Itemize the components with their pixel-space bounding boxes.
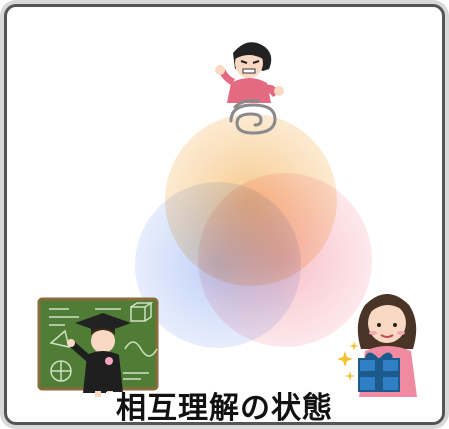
diagram-panel: 相互理解の状態	[4, 4, 445, 425]
angry-person-icon	[215, 42, 284, 103]
teacher-with-chalkboard-icon	[37, 297, 159, 397]
circle-right	[196, 171, 374, 349]
swirl-icon	[229, 99, 277, 135]
caption-wrap: 相互理解の状態	[7, 392, 442, 422]
person-with-gift-icon	[337, 294, 417, 397]
venn-diagram	[37, 42, 417, 397]
diagram-caption: 相互理解の状態	[106, 392, 343, 422]
